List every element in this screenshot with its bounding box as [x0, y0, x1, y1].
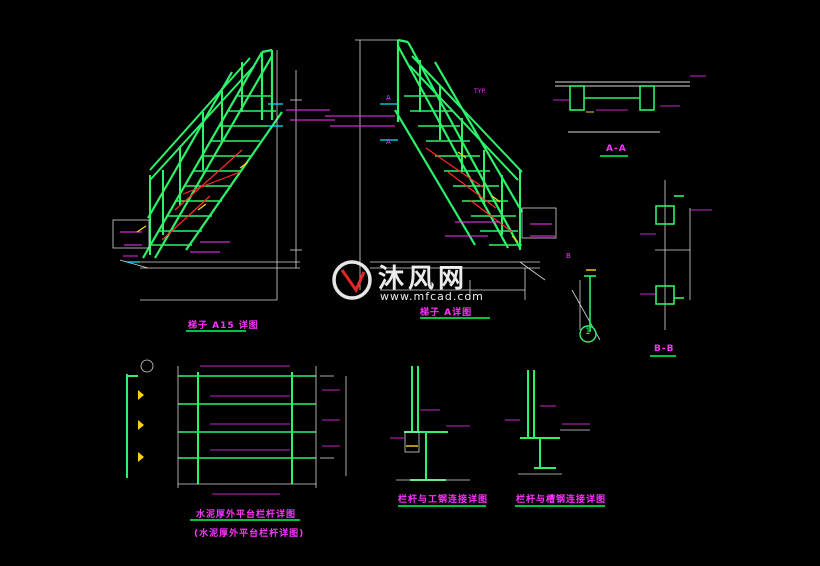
section-a-mark-lower: A [386, 138, 391, 146]
cement-platform-rail-drawing [126, 359, 347, 521]
detail-1-drawing [571, 269, 601, 343]
section-b-b-title: B-B [654, 344, 675, 354]
ladder-a15-title: 梯子 A15 详图 [188, 321, 259, 331]
rail-channel-title: 栏杆与槽钢连接详图 [516, 495, 607, 505]
detail-1-label: 1 [585, 327, 591, 337]
ladder-a15-drawing [112, 48, 335, 301]
mfcad-logo-icon [332, 260, 372, 300]
ladder-a-drawing [325, 38, 557, 300]
section-b-mark: B [566, 252, 571, 260]
section-b-b-drawing [640, 180, 712, 357]
ladder-a-title: 梯子 A详图 [420, 308, 473, 318]
rail-channel-connection-drawing [505, 370, 605, 507]
section-a-mark: A [386, 94, 391, 102]
section-a-a-title: A-A [606, 144, 627, 154]
rail-ibeam-connection-drawing [390, 366, 486, 507]
cement-platform-title: 水泥厚外平台栏杆详图 [196, 510, 297, 520]
watermark-cn-name: 沐风网 [378, 264, 469, 294]
rail-ibeam-title: 栏杆与工钢连接详图 [398, 495, 489, 505]
typ-note: TYP. [474, 88, 486, 95]
cement-platform-subtitle: (水泥厚外平台栏杆详图) [194, 529, 305, 539]
section-a-a-drawing [553, 75, 706, 157]
watermark-url: www.mfcad.com [380, 290, 484, 303]
